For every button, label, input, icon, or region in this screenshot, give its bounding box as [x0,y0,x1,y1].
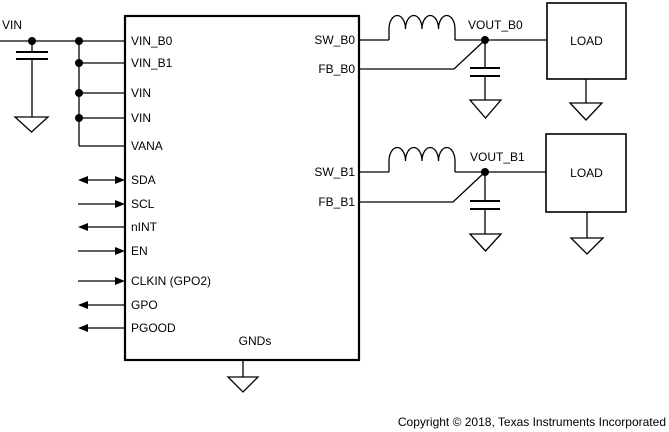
junction-dot [75,59,83,67]
ground-symbol-icon [226,376,260,393]
load-label-b0: LOAD [570,34,603,48]
ground-symbol-icon [569,237,605,255]
output-stage-b1: VOUT_B1 LOAD [359,133,627,255]
pin-label-clkin: CLKIN (GPO2) [131,274,211,288]
load-box-b1 [545,133,627,213]
inductor-icon [388,146,456,172]
ground-symbol-icon [13,116,50,133]
pin-label-vin-1: VIN [131,86,151,100]
load-box-b0 [546,2,627,80]
pin-label-gpo: GPO [131,298,158,312]
arrow-out-icon [78,301,125,309]
output-stage-b0: VOUT_B0 LOAD [359,2,627,121]
pin-label-fb-b0: FB_B0 [318,62,355,76]
pin-label-pgood: PGOOD [131,321,176,335]
ground-symbol-icon [468,99,503,119]
pin-label-sda: SDA [131,173,156,187]
ground-symbol-icon [468,233,503,252]
bidirectional-arrow-icon [78,176,125,184]
pin-label-sw-b0: SW_B0 [314,33,355,47]
pin-label-vin-b1: VIN_B1 [131,56,173,70]
junction-dot [75,114,83,122]
arrow-out-icon [78,223,125,231]
pin-label-vana: VANA [131,139,163,153]
input-network: VIN [0,18,125,147]
pin-label-fb-b1: FB_B1 [318,195,355,209]
junction-dot [75,89,83,97]
inductor-icon [388,14,456,40]
ic-ground [226,360,260,393]
net-label-vout-b0: VOUT_B0 [468,18,523,32]
copyright-text: Copyright © 2018, Texas Instruments Inco… [398,415,666,429]
pin-label-vin-2: VIN [131,111,151,125]
pin-label-nint: nINT [131,220,158,234]
pin-label-sw-b1: SW_B1 [314,165,355,179]
net-label-vout-b1: VOUT_B1 [470,150,525,164]
fb-b0-wire [359,39,486,70]
fb-b1-wire [359,171,486,203]
junction-dot [75,37,83,45]
pin-label-scl: SCL [131,197,155,211]
output-capacitor-icon [470,40,500,100]
pin-label-vin-b0: VIN_B0 [131,34,173,48]
pin-label-en: EN [131,244,148,258]
arrow-in-icon [78,200,125,208]
arrow-in-icon [78,277,125,285]
arrow-in-icon [78,247,125,255]
ground-symbol-icon [568,102,604,121]
pin-label-gnds: GNDs [239,334,272,348]
net-label-vin: VIN [2,18,22,32]
output-capacitor-icon [470,172,500,234]
arrow-out-icon [78,324,125,332]
load-label-b1: LOAD [570,166,603,180]
control-signals [78,176,125,332]
ic: VIN_B0 VIN_B1 VIN VIN VANA SDA SCL nINT … [123,14,361,362]
ic-body [123,14,361,362]
input-capacitor-icon [16,41,48,117]
